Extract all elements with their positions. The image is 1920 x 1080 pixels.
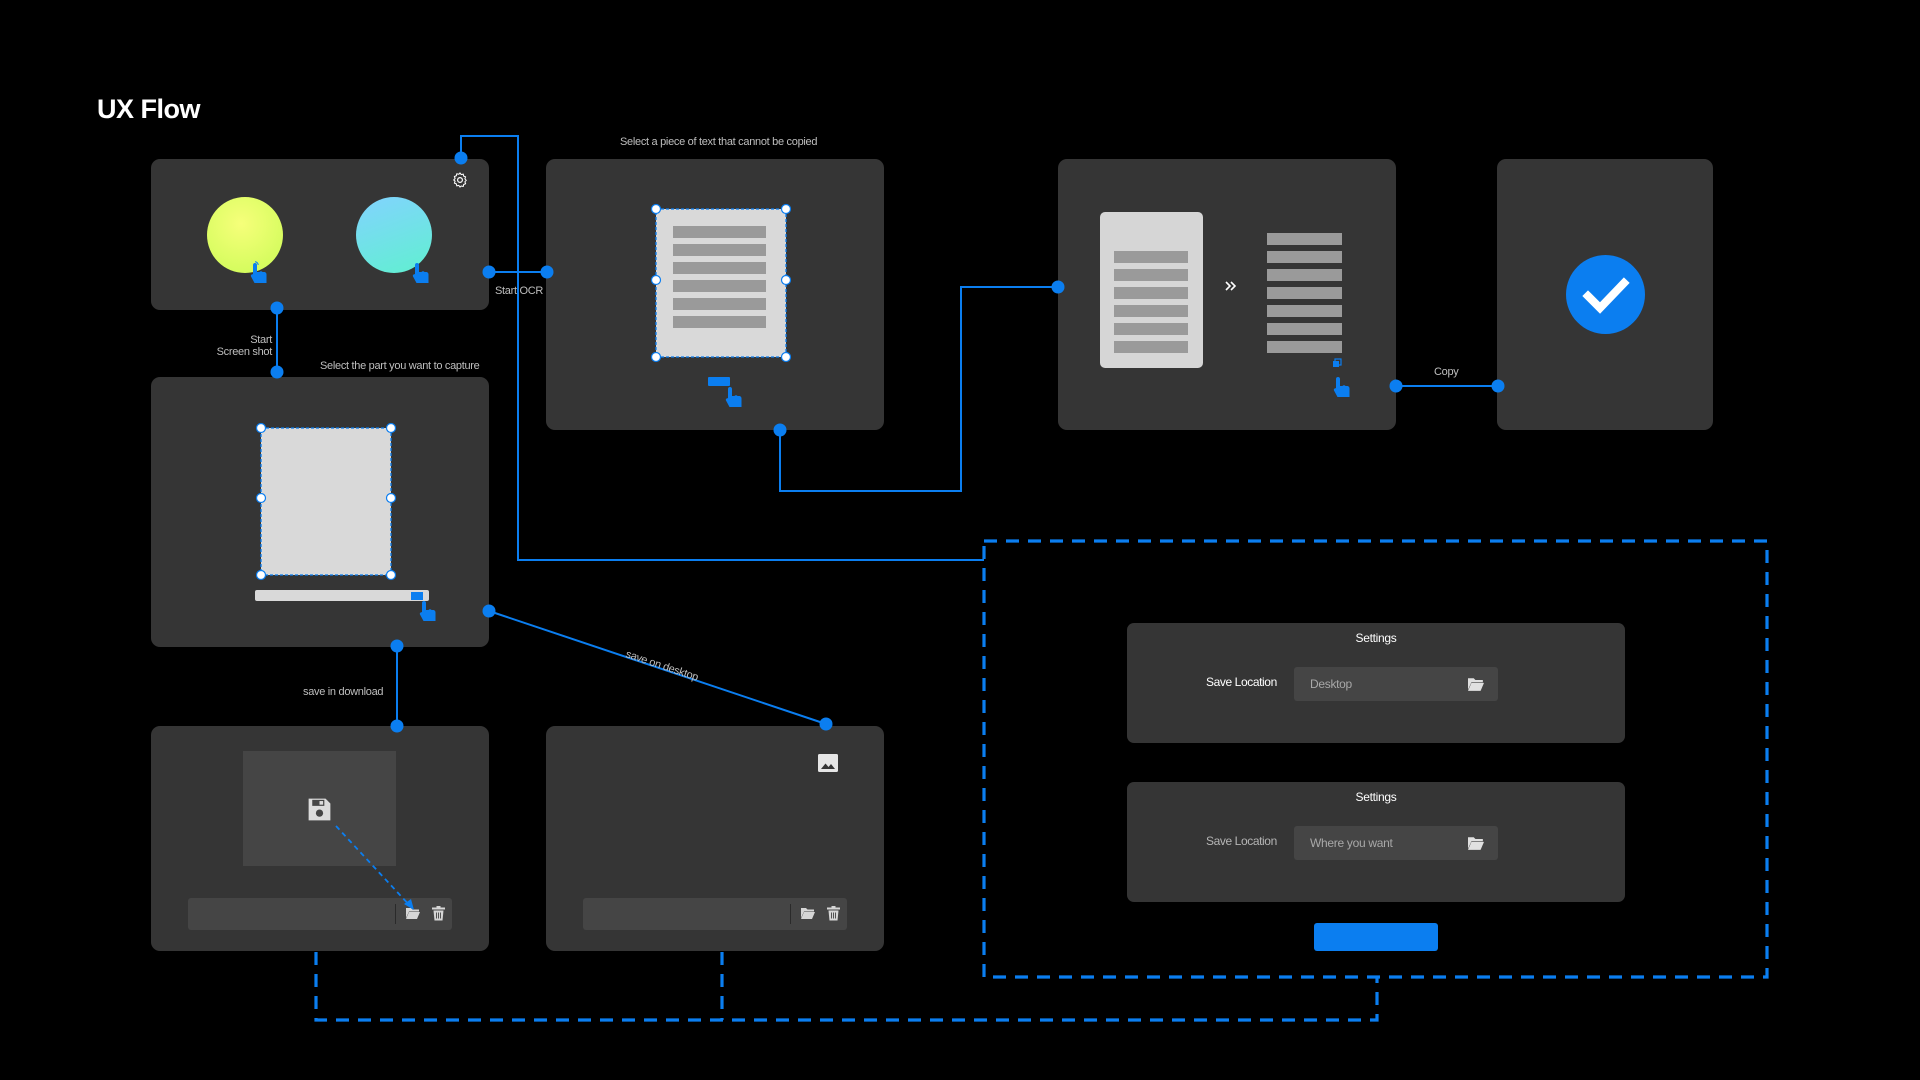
save-location-field[interactable]: Where you want xyxy=(1294,826,1498,860)
source-text-lines xyxy=(1114,251,1188,353)
settings-title: Settings xyxy=(1355,631,1397,645)
gear-icon[interactable] xyxy=(451,171,469,189)
connector-node xyxy=(540,265,554,279)
ocr-button[interactable] xyxy=(356,197,432,273)
connector-settings xyxy=(460,135,984,561)
file-path-bar[interactable] xyxy=(583,898,847,930)
selection-frame[interactable] xyxy=(255,422,397,581)
ocr-confirm-button[interactable] xyxy=(708,377,730,386)
folder-open-icon[interactable] xyxy=(800,906,816,920)
capture-save-button[interactable] xyxy=(411,592,423,600)
pointer-hand-icon xyxy=(419,601,436,621)
save-location-field[interactable]: Desktop xyxy=(1294,667,1498,701)
label-select-part: Select the part you want to capture xyxy=(320,360,480,372)
capture-toolbar xyxy=(255,590,429,601)
connector-node xyxy=(819,717,833,731)
save-location-value: Desktop xyxy=(1310,677,1352,691)
label-save-in-download: save in download xyxy=(303,686,384,698)
settings-dashed-frame xyxy=(982,539,1769,979)
connector-node xyxy=(390,639,404,653)
trash-icon[interactable] xyxy=(432,906,445,921)
copy-icon[interactable] xyxy=(1332,358,1342,368)
connector-ocr-result xyxy=(779,286,1058,492)
page-title: UX Flow xyxy=(97,94,201,124)
apply-settings-button[interactable] xyxy=(1314,923,1438,951)
connector-node xyxy=(482,265,496,279)
connector-node xyxy=(1051,280,1065,294)
connector-node xyxy=(1491,379,1505,393)
pointer-hand-icon xyxy=(250,261,267,283)
label-start-ocr: Start OCR xyxy=(495,285,544,297)
drag-arrow xyxy=(335,825,413,909)
connector-node xyxy=(482,604,496,618)
save-disk-icon xyxy=(308,798,331,821)
connector-node xyxy=(390,719,404,733)
pointer-hand-icon xyxy=(1333,377,1350,397)
connector-node xyxy=(270,301,284,315)
screenshot-button[interactable] xyxy=(207,197,283,273)
connector-node xyxy=(773,423,787,437)
dashed-return-path xyxy=(314,952,1379,1022)
capture-area-mockup xyxy=(261,428,391,575)
connector-node xyxy=(270,365,284,379)
fast-forward-icon xyxy=(1225,281,1237,291)
connector-node xyxy=(1389,379,1403,393)
selection-frame[interactable] xyxy=(650,203,792,363)
pointer-hand-icon xyxy=(412,263,429,283)
connector-save-desktop xyxy=(488,610,827,725)
folder-open-icon[interactable] xyxy=(1466,676,1486,692)
image-icon xyxy=(818,754,838,772)
extracted-text-lines xyxy=(1267,233,1342,353)
settings-panel-custom: Settings Save Location Where you want xyxy=(1127,782,1625,902)
save-location-value: Where you want xyxy=(1310,836,1393,850)
label-screen-shot: Screen shot xyxy=(216,346,273,358)
trash-icon[interactable] xyxy=(827,906,840,921)
save-location-label: Save Location xyxy=(1206,675,1277,689)
label-start: Start xyxy=(250,334,272,346)
save-location-label: Save Location xyxy=(1206,834,1277,848)
label-select-text: Select a piece of text that cannot be co… xyxy=(620,136,818,148)
connector-node xyxy=(454,151,468,165)
folder-open-icon[interactable] xyxy=(1466,835,1486,851)
text-lines xyxy=(673,226,766,328)
folder-open-icon[interactable] xyxy=(405,906,421,920)
pointer-hand-icon xyxy=(725,387,742,407)
label-copy: Copy xyxy=(1434,366,1459,378)
settings-title: Settings xyxy=(1355,790,1397,804)
settings-panel-desktop: Settings Save Location Desktop xyxy=(1127,623,1625,743)
checkmark-icon xyxy=(1566,255,1645,334)
